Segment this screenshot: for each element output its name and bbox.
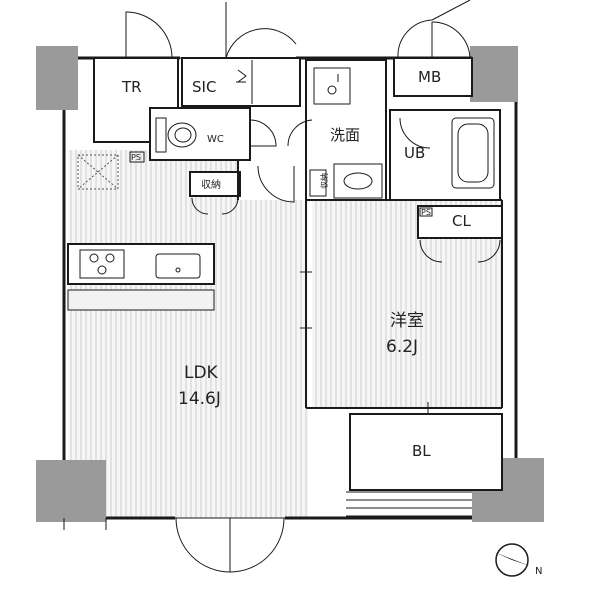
kitchen-bar	[67, 289, 215, 311]
toilet-seat-icon	[174, 127, 192, 143]
compass: N	[494, 543, 542, 577]
bl-steps	[346, 491, 472, 517]
shuno-label: 収納	[201, 178, 221, 191]
vanity-icon	[333, 163, 383, 199]
compass-circle	[495, 543, 529, 577]
bl-label: BL	[412, 442, 431, 460]
room-mb	[393, 57, 473, 97]
wc-label: WC	[207, 134, 224, 145]
shuno-door-swing	[191, 197, 239, 215]
sic-hanger-icon	[236, 69, 247, 83]
pillar-top-left	[36, 46, 78, 110]
burner-1-icon	[89, 253, 99, 263]
pillar-bottom-left	[36, 460, 106, 522]
sink-icon	[343, 172, 373, 190]
ps-right-label: PS	[421, 208, 431, 217]
inner-walls	[237, 160, 503, 409]
washer-drum-icon	[327, 85, 337, 95]
wc-door-swing	[249, 119, 277, 147]
yoshitsu-name-label: 洋室	[390, 311, 424, 331]
burner-2-icon	[105, 253, 115, 263]
bottom-door-left	[175, 517, 231, 573]
room-shuno	[189, 171, 241, 197]
kitchen-drain-icon	[175, 267, 181, 273]
toilet-tank-icon	[155, 117, 167, 153]
ps-left-label: PS	[131, 153, 141, 162]
compass-north-label: N	[535, 566, 542, 577]
bottom-left-window	[63, 518, 107, 530]
senmen-label: 洗面	[330, 126, 360, 144]
cl-door-swing	[419, 239, 501, 263]
tr-label: TR	[121, 78, 142, 96]
ub-door-swing	[399, 117, 431, 149]
ldk-name-label: LDK	[184, 363, 219, 383]
shuno-small-label: 収納	[319, 173, 329, 189]
bathtub-icon	[451, 117, 495, 189]
ps-right-box	[419, 207, 433, 217]
bottom-door-right	[229, 517, 285, 573]
washer-icon	[313, 67, 351, 105]
yoshitsu-size-label: 6.2J	[386, 337, 418, 357]
senmen-door-swing	[287, 119, 313, 147]
room-bl	[349, 413, 503, 491]
sic-label: SIC	[192, 78, 216, 96]
door-swings-top	[125, 0, 471, 59]
room-wc	[149, 107, 251, 161]
mb-label: MB	[418, 68, 441, 86]
burner-3-icon	[97, 265, 107, 275]
stove-icon	[79, 249, 125, 279]
kitchen-counter	[67, 243, 215, 285]
ldk-size-label: 14.6J	[178, 389, 221, 409]
compass-needle-icon	[494, 552, 530, 566]
pillar-top-right	[470, 46, 518, 102]
duct-shaft	[77, 154, 119, 190]
ps-left-box	[129, 151, 145, 163]
kitchen-sink-icon	[155, 253, 201, 279]
toilet-bowl-icon	[167, 122, 197, 148]
ub-label: UB	[404, 144, 425, 162]
bathtub-inner-icon	[457, 123, 489, 183]
corridor-door-swing	[257, 165, 295, 203]
shuno-small-box	[309, 169, 327, 197]
cl-label: CL	[452, 212, 471, 230]
duct-shaft-cross	[77, 154, 119, 190]
